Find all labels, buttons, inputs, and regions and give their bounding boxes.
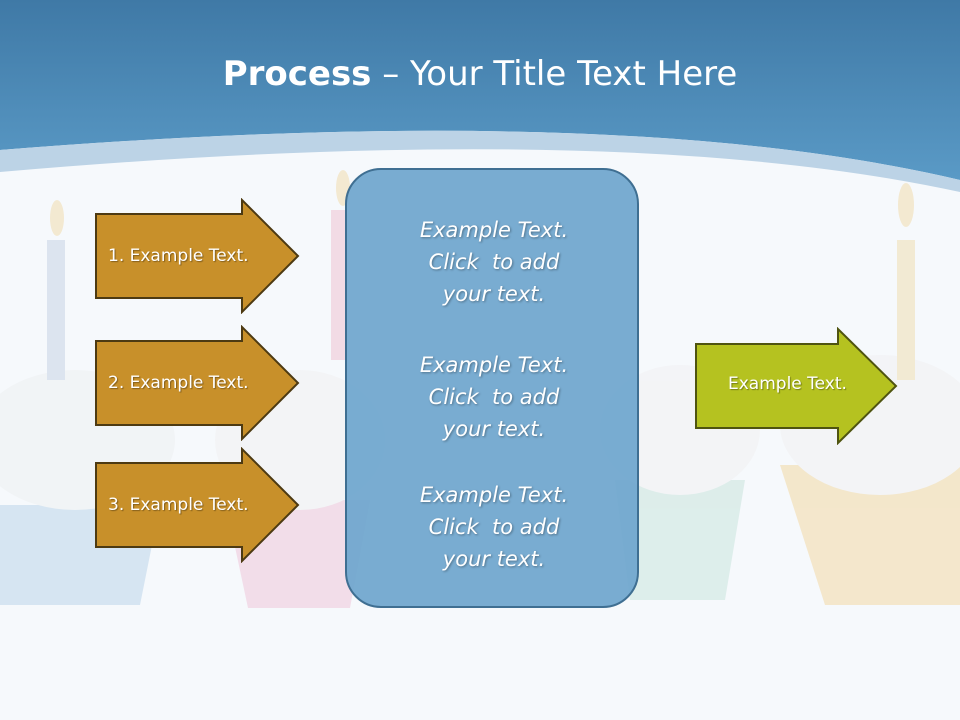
title-rest: – Your Title Text Here xyxy=(371,54,738,94)
center-paragraph-2-line-2: Click to add xyxy=(428,385,560,409)
process-arrow-1[interactable] xyxy=(94,198,302,314)
center-paragraph-3-line-1: Example Text. xyxy=(419,483,569,507)
center-paragraph-2: Example Text. Click to add your text. xyxy=(347,349,641,445)
center-paragraph-3: Example Text. Click to add your text. xyxy=(347,479,641,575)
header-swoosh xyxy=(0,130,960,192)
center-paragraph-3-line-3: your text. xyxy=(442,547,546,571)
center-paragraph-2-line-3: your text. xyxy=(442,417,546,441)
process-output-arrow[interactable] xyxy=(694,327,900,445)
center-paragraph-1-line-1: Example Text. xyxy=(419,218,569,242)
process-output-arrow-label: Example Text. xyxy=(728,374,847,394)
center-paragraph-3-line-2: Click to add xyxy=(428,515,560,539)
slide-title: Process – Your Title Text Here xyxy=(0,52,960,96)
center-paragraph-1: Example Text. Click to add your text. xyxy=(347,214,641,310)
center-paragraph-2-line-1: Example Text. xyxy=(419,353,569,377)
process-arrow-2[interactable] xyxy=(94,325,302,441)
process-arrow-2-label: 2. Example Text. xyxy=(108,373,249,393)
process-arrow-3[interactable] xyxy=(94,447,302,563)
center-paragraph-1-line-3: your text. xyxy=(442,282,546,306)
header-band xyxy=(0,0,960,180)
center-paragraph-1-line-2: Click to add xyxy=(428,250,560,274)
title-bold: Process xyxy=(222,54,372,94)
process-arrow-1-label: 1. Example Text. xyxy=(108,246,249,266)
center-text-box[interactable]: Example Text. Click to add your text. Ex… xyxy=(345,168,639,608)
process-arrow-3-label: 3. Example Text. xyxy=(108,495,249,515)
